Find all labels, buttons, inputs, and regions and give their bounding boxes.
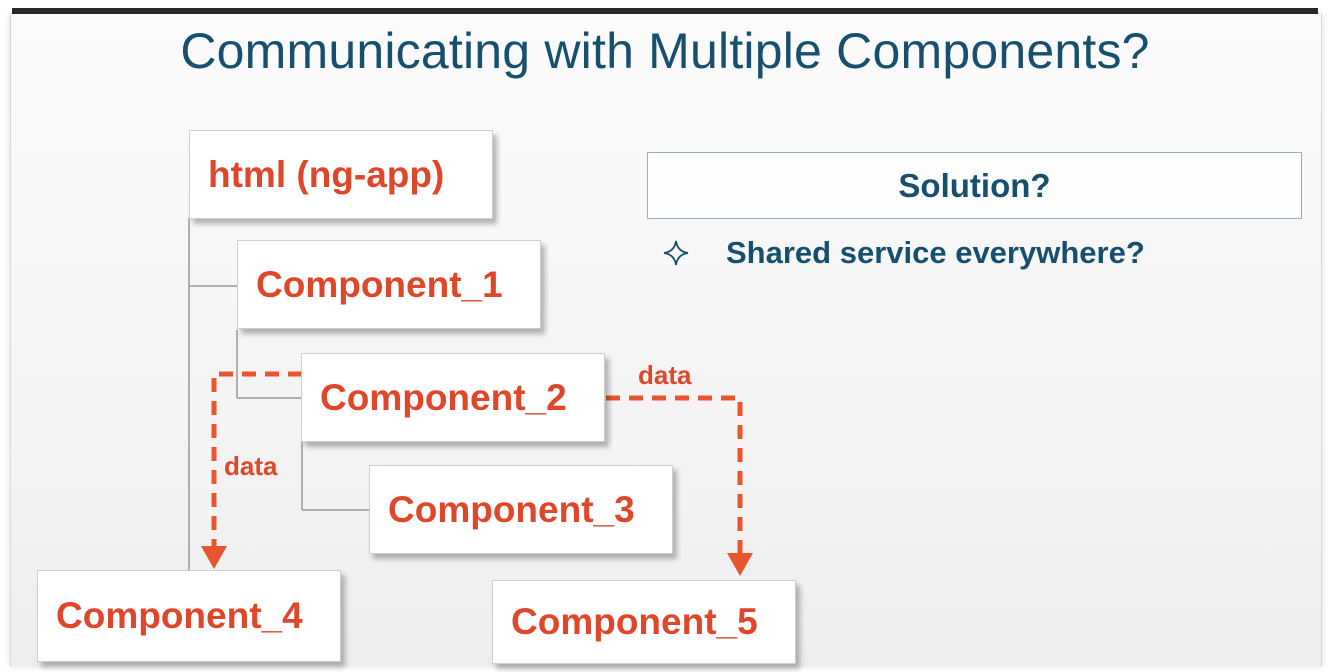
node-component-3: Component_3 (369, 465, 673, 554)
left-arrowhead-icon (201, 546, 227, 569)
right-data-label: data (638, 360, 692, 390)
four-point-star-icon (663, 240, 689, 266)
slide-background (10, 14, 1322, 666)
solution-bullet-text: Shared service everywhere? (726, 235, 1145, 270)
node-component-4: Component_4 (37, 570, 341, 662)
left-data-arrow-line (211, 371, 302, 548)
solution-heading-box: Solution? (647, 152, 1302, 219)
video-top-bar (12, 8, 1318, 14)
node-component-2: Component_2 (301, 353, 605, 442)
node-html-ng-app: html (ng-app) (189, 130, 493, 219)
right-arrowhead-icon (727, 553, 753, 576)
right-data-arrow-line (606, 395, 743, 555)
solution-heading: Solution? (898, 166, 1051, 204)
node-component-5: Component_5 (492, 580, 796, 664)
left-data-label: data (224, 451, 278, 481)
slide-title: Communicating with Multiple Components? (180, 23, 1150, 79)
node-component-1: Component_1 (237, 240, 541, 329)
solution-bullet: Shared service everywhere? (663, 234, 1145, 272)
